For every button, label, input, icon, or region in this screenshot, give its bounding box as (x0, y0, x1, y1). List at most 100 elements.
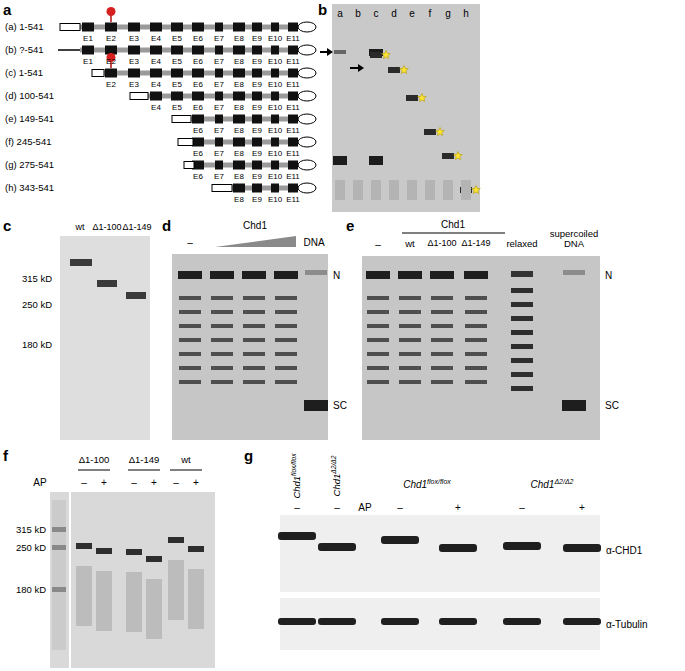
figure-label: + (151, 477, 157, 488)
figure-label: E8 (234, 126, 244, 135)
exon-box (233, 23, 245, 32)
gel-band (511, 330, 533, 335)
gel-image (332, 4, 480, 212)
genotype-label: Chd1Δ2/Δ2 (530, 478, 573, 490)
tag-box (184, 162, 194, 169)
figure-label: h (463, 8, 469, 19)
figure-label: 250 kD (22, 300, 52, 310)
figure-label: supercoiled DNA (542, 229, 606, 250)
blot-band (439, 618, 477, 625)
gel-band (399, 366, 421, 370)
tag-box (212, 185, 232, 192)
figure-label: SC (333, 400, 347, 411)
exon-box (150, 23, 162, 32)
figure-label: b (355, 8, 361, 19)
figure-label: – (187, 237, 193, 248)
figure-label: E4 (151, 80, 161, 89)
gel-band (511, 271, 533, 277)
figure-label: E7 (214, 126, 224, 135)
allele-superscript: flox/flox (290, 453, 297, 476)
exon-box (288, 23, 298, 32)
gel-band (243, 352, 265, 356)
figure-label: wt (405, 239, 415, 249)
panel-letter: e (346, 218, 354, 235)
exon-box (288, 138, 298, 147)
figure-label: E7 (214, 80, 224, 89)
gel-band (511, 372, 533, 377)
exon-box (271, 161, 279, 170)
gel-band (243, 338, 265, 342)
figure-label: g (445, 8, 451, 19)
gel-band (465, 338, 487, 342)
figure-label: Δ1-149 (129, 455, 160, 465)
figure-label: E4 (151, 57, 161, 66)
figure-label: E6 (193, 80, 203, 89)
gel-band (465, 380, 487, 384)
figure-label: Δ1-100 (79, 455, 110, 465)
blot-image (280, 515, 600, 592)
gel-smear (146, 579, 162, 639)
gel-band (211, 296, 233, 300)
exon-box (192, 92, 204, 101)
blot-band (318, 543, 356, 551)
figure-label: E11 (286, 57, 300, 66)
gel-band (511, 386, 533, 391)
gel-smear (461, 180, 471, 200)
figure-label: Chd1 (243, 220, 267, 231)
exon-box (215, 23, 223, 32)
figure-label: E5 (172, 80, 182, 89)
gene-name: Chd1 (331, 474, 342, 497)
gel-image (60, 236, 150, 440)
figure-label: E1 (83, 57, 93, 66)
figure-label: E11 (286, 126, 300, 135)
group-bar (78, 470, 110, 471)
gel-band (369, 156, 383, 165)
figure-label: Δ1-100 (427, 239, 456, 249)
gel-band (442, 153, 454, 159)
figure-label: E7 (214, 103, 224, 112)
genotype-label: Chd1flox/flox (291, 453, 303, 498)
figure-label: E2 (106, 57, 116, 66)
utr-oval (298, 183, 316, 193)
marker-star (436, 128, 445, 136)
figure-label: AP (358, 502, 371, 513)
exon-box (215, 46, 223, 55)
blot-band (439, 544, 477, 552)
gel-smear (443, 180, 453, 200)
gel-smear (76, 566, 92, 626)
figure-label: E9 (252, 34, 262, 43)
exon-box (271, 69, 279, 78)
figure-label: E10 (268, 149, 282, 158)
figure-label: E8 (234, 57, 244, 66)
figure-label: E10 (268, 57, 282, 66)
figure-label: E6 (193, 149, 203, 158)
figure-label: E9 (252, 103, 262, 112)
figure-label: + (101, 477, 107, 488)
figure-label: E11 (286, 149, 300, 158)
figure-label: E3 (129, 57, 139, 66)
exon-box (171, 92, 183, 101)
exon-box (105, 69, 117, 78)
gel-band (96, 548, 112, 554)
tag-box (60, 24, 80, 31)
utr-oval (298, 137, 316, 147)
gel-band (431, 338, 453, 342)
exon-box (233, 138, 245, 147)
gel-band (367, 338, 389, 342)
gel-band (511, 302, 533, 307)
figure-label: E5 (172, 103, 182, 112)
gel-band (179, 352, 201, 356)
utr-oval (298, 45, 316, 55)
gel-band (366, 271, 390, 279)
marker-star (400, 66, 409, 74)
gel-band (367, 380, 389, 384)
exon-box (233, 92, 245, 101)
exon-box (288, 46, 298, 55)
gel-smear (389, 180, 399, 200)
figure-label: (g) 275-541 (5, 160, 54, 170)
gel-band (465, 296, 487, 300)
gel-band (406, 95, 418, 101)
gel-smear (126, 572, 142, 632)
blot-band (563, 618, 601, 625)
